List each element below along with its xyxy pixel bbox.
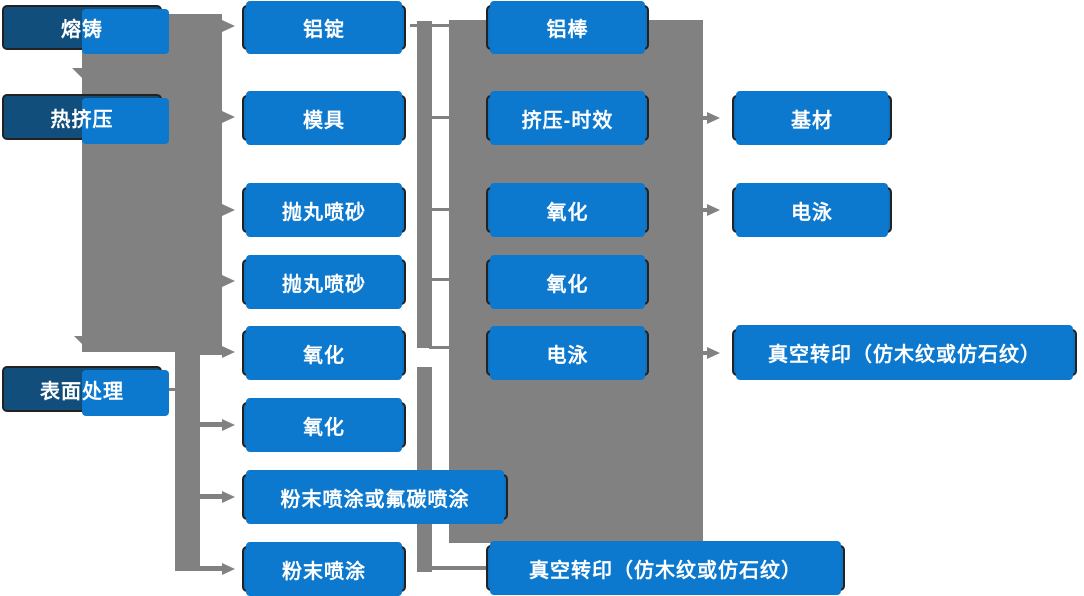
flow-node-shot-blasting-1: 抛丸喷砂: [242, 183, 406, 237]
main-flow-band: [82, 14, 222, 352]
link-line: [429, 116, 450, 119]
flow-node-vacuum-transfer-print-2: 真空转印（仿木纹或仿石纹）: [732, 325, 1077, 380]
arrow-to-oxidation-2: [222, 419, 235, 431]
flow-node-powder-coating: 粉末喷涂: [242, 542, 406, 596]
flow-node-shot-blasting-2: 抛丸喷砂: [242, 255, 406, 309]
arrow-to-aluminum-ingot: [222, 20, 235, 32]
arrow-to-powder-coating: [222, 563, 235, 575]
arrow-melting-to-hot-extrusion: [72, 68, 94, 79]
arrow-to-surface-treatment: [74, 336, 96, 347]
flow-node-surface-treatment: 表面处理: [2, 366, 169, 416]
link-line: [410, 24, 450, 27]
flow-node-label: 粉末喷涂: [282, 560, 366, 583]
flow-node-label: 氧化: [546, 273, 589, 296]
flow-node-extrusion-aging: 挤压-时效: [486, 91, 649, 145]
flow-node-label: 真空转印（仿木纹或仿石纹）: [529, 559, 802, 582]
flow-node-label: 模具: [303, 109, 345, 132]
flow-node-label: 氧化: [546, 201, 589, 224]
arrow-to-oxidation-1: [222, 346, 235, 358]
arrow-to-shot-blasting-1: [222, 204, 235, 216]
flow-node-oxidation-1: 氧化: [242, 326, 406, 380]
link-line: [162, 388, 176, 391]
arrow-to-vacuum-transfer-print-2: [707, 347, 720, 359]
arrow-tail: [198, 422, 224, 427]
flow-node-label: 抛丸喷砂: [282, 201, 366, 224]
flow-node-label: 真空转印（仿木纹或仿石纹）: [768, 344, 1041, 366]
arrow-to-base-material: [707, 112, 720, 124]
link-line: [429, 208, 450, 211]
link-line: [429, 346, 450, 349]
flow-node-aluminum-ingot: 铝锭: [242, 1, 406, 54]
flow-node-powder-or-fluorocarbon-coating: 粉末喷涂或氟碳喷涂: [242, 470, 508, 524]
flow-node-label: 热挤压: [50, 108, 114, 131]
flow-node-electrophoresis-2: 电泳: [732, 183, 892, 237]
arrow-tail: [198, 566, 224, 571]
flow-node-hot-extrusion: 热挤压: [2, 94, 169, 144]
flow-node-label: 挤压-时效: [521, 109, 614, 132]
flow-node-oxidation-4: 氧化: [486, 255, 649, 309]
flow-node-electrophoresis-1: 电泳: [486, 326, 649, 380]
flow-node-oxidation-2: 氧化: [242, 398, 406, 452]
flow-node-label: 铝锭: [303, 19, 345, 41]
arrow-to-shot-blasting-2: [222, 275, 235, 287]
mid-strip-upper: [417, 21, 432, 348]
flow-node-label: 粉末喷涂或氟碳喷涂: [280, 488, 470, 511]
arrow-tail: [198, 494, 224, 499]
arrow-tail: [700, 116, 709, 120]
flow-node-label: 铝棒: [546, 19, 589, 41]
link-line: [429, 278, 450, 281]
flow-node-oxidation-3: 氧化: [486, 183, 649, 237]
arrow-to-mold: [222, 111, 235, 123]
flow-node-label: 氧化: [303, 416, 345, 439]
flow-node-label: 熔铸: [61, 19, 103, 41]
arrow-to-powder-or-fluorocarbon: [222, 491, 235, 503]
flow-node-label: 氧化: [303, 344, 345, 367]
arrow-to-electrophoresis-2: [707, 204, 720, 216]
flow-node-base-material: 基材: [732, 91, 892, 145]
arrow-tail: [700, 208, 709, 212]
flow-node-label: 电泳: [546, 344, 589, 367]
arrow-tail: [700, 351, 709, 355]
link-line: [432, 566, 486, 570]
flow-node-aluminum-rod: 铝棒: [486, 1, 649, 54]
surface-flow-band: [175, 352, 200, 571]
flow-node-mold: 模具: [242, 91, 406, 145]
flow-node-label: 电泳: [791, 201, 833, 224]
flow-node-vacuum-transfer-print-1: 真空转印（仿木纹或仿石纹）: [486, 541, 845, 595]
flow-node-label: 基材: [791, 109, 833, 132]
flow-node-melting-casting: 熔铸: [2, 5, 169, 54]
arrow-tail: [198, 350, 224, 355]
flow-node-label: 表面处理: [40, 380, 124, 403]
flow-node-label: 抛丸喷砂: [282, 273, 366, 296]
